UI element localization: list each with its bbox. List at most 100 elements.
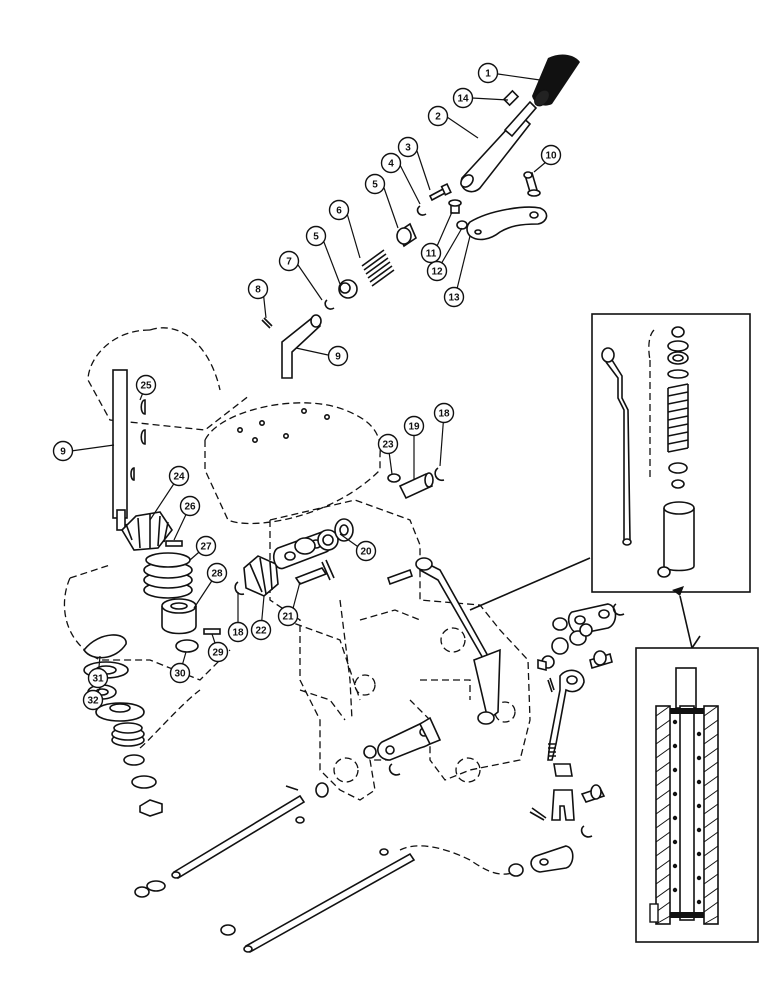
callout-circle [380,152,402,174]
left-shaft [112,369,146,531]
callout-32: 32 [82,689,104,711]
callout-label: 29 [212,648,224,659]
callout-11: 11 [420,242,442,264]
shift-lever [460,89,538,193]
callout-circle [206,562,228,584]
callout-10: 10 [540,144,562,166]
callout-circle [433,402,455,424]
callout-circle [397,136,419,158]
key-part [165,540,183,547]
callout-label: 26 [184,502,196,513]
lower-link-plate [315,716,442,798]
callout-19: 19 [403,415,425,437]
callout-label: 30 [174,669,186,680]
callout-5: 5 [364,173,386,195]
callout-label: 24 [173,472,185,483]
callout-circle [443,286,465,308]
callout-22: 22 [250,619,272,641]
washer [175,639,199,653]
callout-20: 20 [355,540,377,562]
callout-label: 21 [282,612,294,623]
pinion-gear [234,555,279,597]
shift-rod [386,557,591,725]
callout-circle [427,105,449,127]
callout-label: 14 [457,94,469,105]
callout-circle [426,260,448,282]
callout-label: 25 [140,381,152,392]
callout-label: 18 [232,628,244,639]
callout-circle [420,242,442,264]
callout-circle [168,465,190,487]
callout-circle [250,619,272,641]
callout-circle [355,540,377,562]
callout-circle [179,495,201,517]
callout-circle [169,662,191,684]
shift-rail-bend [261,314,322,379]
callout-label: 23 [382,440,394,451]
callout-30: 30 [169,662,191,684]
callout-26: 26 [179,495,201,517]
collar [161,598,197,635]
callout-circle [87,667,109,689]
callout-circle [403,415,425,437]
callout-label: 8 [255,285,261,296]
callout-label: 3 [405,143,411,154]
callout-circle [195,535,217,557]
coil-spring [143,552,193,599]
callout-13: 13 [443,286,465,308]
callout-circle [540,144,562,166]
callout-21: 21 [277,605,299,627]
callout-6: 6 [328,199,350,221]
callout-14: 14 [452,87,474,109]
callout-7: 7 [278,250,300,272]
callout-circle [135,374,157,396]
callout-label: 2 [435,112,441,123]
callout-circle [277,605,299,627]
callout-circle [328,199,350,221]
callout-label: 5 [372,180,378,191]
callout-29: 29 [207,641,229,663]
callout-circle [377,433,399,455]
callout-label: 20 [360,547,372,558]
callout-label: 27 [200,542,212,553]
inset-detail-section [635,647,759,943]
gearbox-housing [204,402,531,801]
callout-label: 12 [431,267,443,278]
callout-circle [278,250,300,272]
callout-3: 3 [397,136,419,158]
knob [532,54,580,107]
callout-9: 9 [327,345,349,367]
callout-label: 10 [545,151,557,162]
callout-1: 1 [477,62,499,84]
callout-27: 27 [195,535,217,557]
callout-4: 4 [380,152,402,174]
callout-label: 32 [87,696,99,707]
callout-31: 31 [87,667,109,689]
callout-label: 18 [438,409,450,420]
callout-label: 1 [485,69,491,80]
callout-28: 28 [206,562,228,584]
bevel-gear [120,511,173,551]
callout-label: 9 [60,447,66,458]
washer-stack [83,634,163,817]
inset-detail-upper [591,313,751,593]
callout-circle [227,621,249,643]
pin-bushing [387,467,445,500]
callout-25: 25 [135,374,157,396]
callout-18: 18 [227,621,249,643]
callout-9: 9 [52,440,74,462]
right-linkage [508,603,625,877]
link-plate [272,518,354,585]
callout-circle [452,87,474,109]
callout-circle [82,689,104,711]
dashed-outlines [63,327,521,875]
callout-label: 5 [313,232,319,243]
callout-23: 23 [377,433,399,455]
callout-circle [477,62,499,84]
callout-circle [364,173,386,195]
inset-connector [672,586,701,649]
lower-rods [134,785,416,954]
callout-label: 28 [211,569,223,580]
callout-circle [327,345,349,367]
callout-circle [305,225,327,247]
